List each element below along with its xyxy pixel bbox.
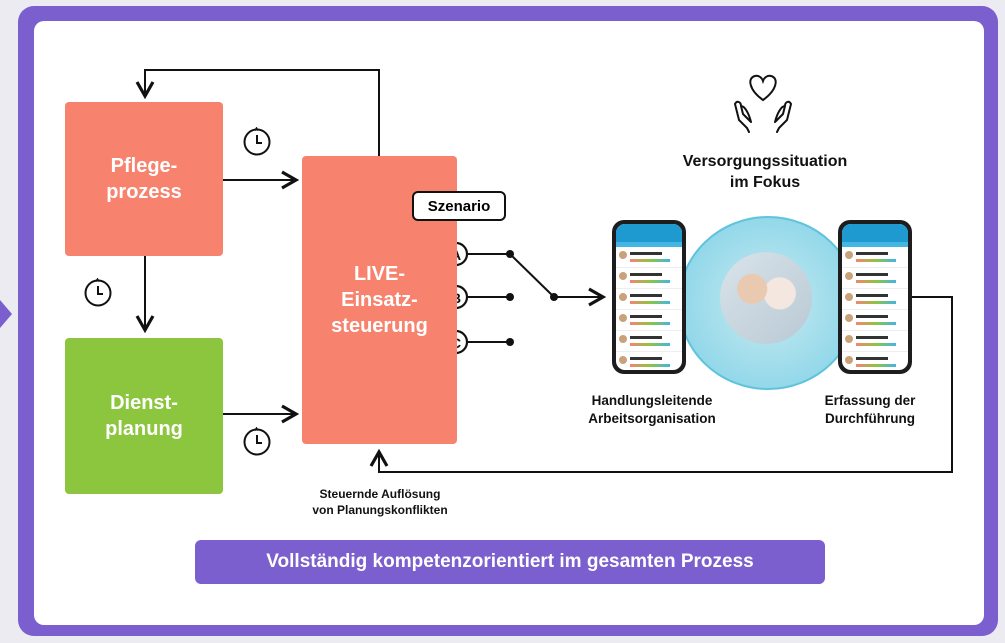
focus-title: Versorgungssituation im Fokus xyxy=(682,153,848,191)
bottom-caption: Steuernde Auflösung von Planungskonflikt… xyxy=(312,487,448,517)
summary-banner: Vollständig kompetenzorientiert im gesam… xyxy=(195,540,825,584)
left-phone-caption: Handlungsleitende Arbeitsorganisation xyxy=(588,393,716,426)
clock-icon xyxy=(84,278,112,307)
phone-left xyxy=(612,220,686,374)
scenario-label: Szenario xyxy=(412,191,506,221)
care-photo xyxy=(720,252,812,344)
dienstplanung-box: Dienst- planung xyxy=(65,338,223,494)
care-hands-heart-icon xyxy=(734,74,792,133)
right-phone-caption: Erfassung der Durchführung xyxy=(824,393,916,426)
side-arrow-icon xyxy=(0,300,12,328)
phone-right xyxy=(838,220,912,374)
clock-icon xyxy=(243,127,271,156)
clock-icon xyxy=(243,427,271,456)
pflegeprozess-box: Pflege- prozess xyxy=(65,102,223,256)
